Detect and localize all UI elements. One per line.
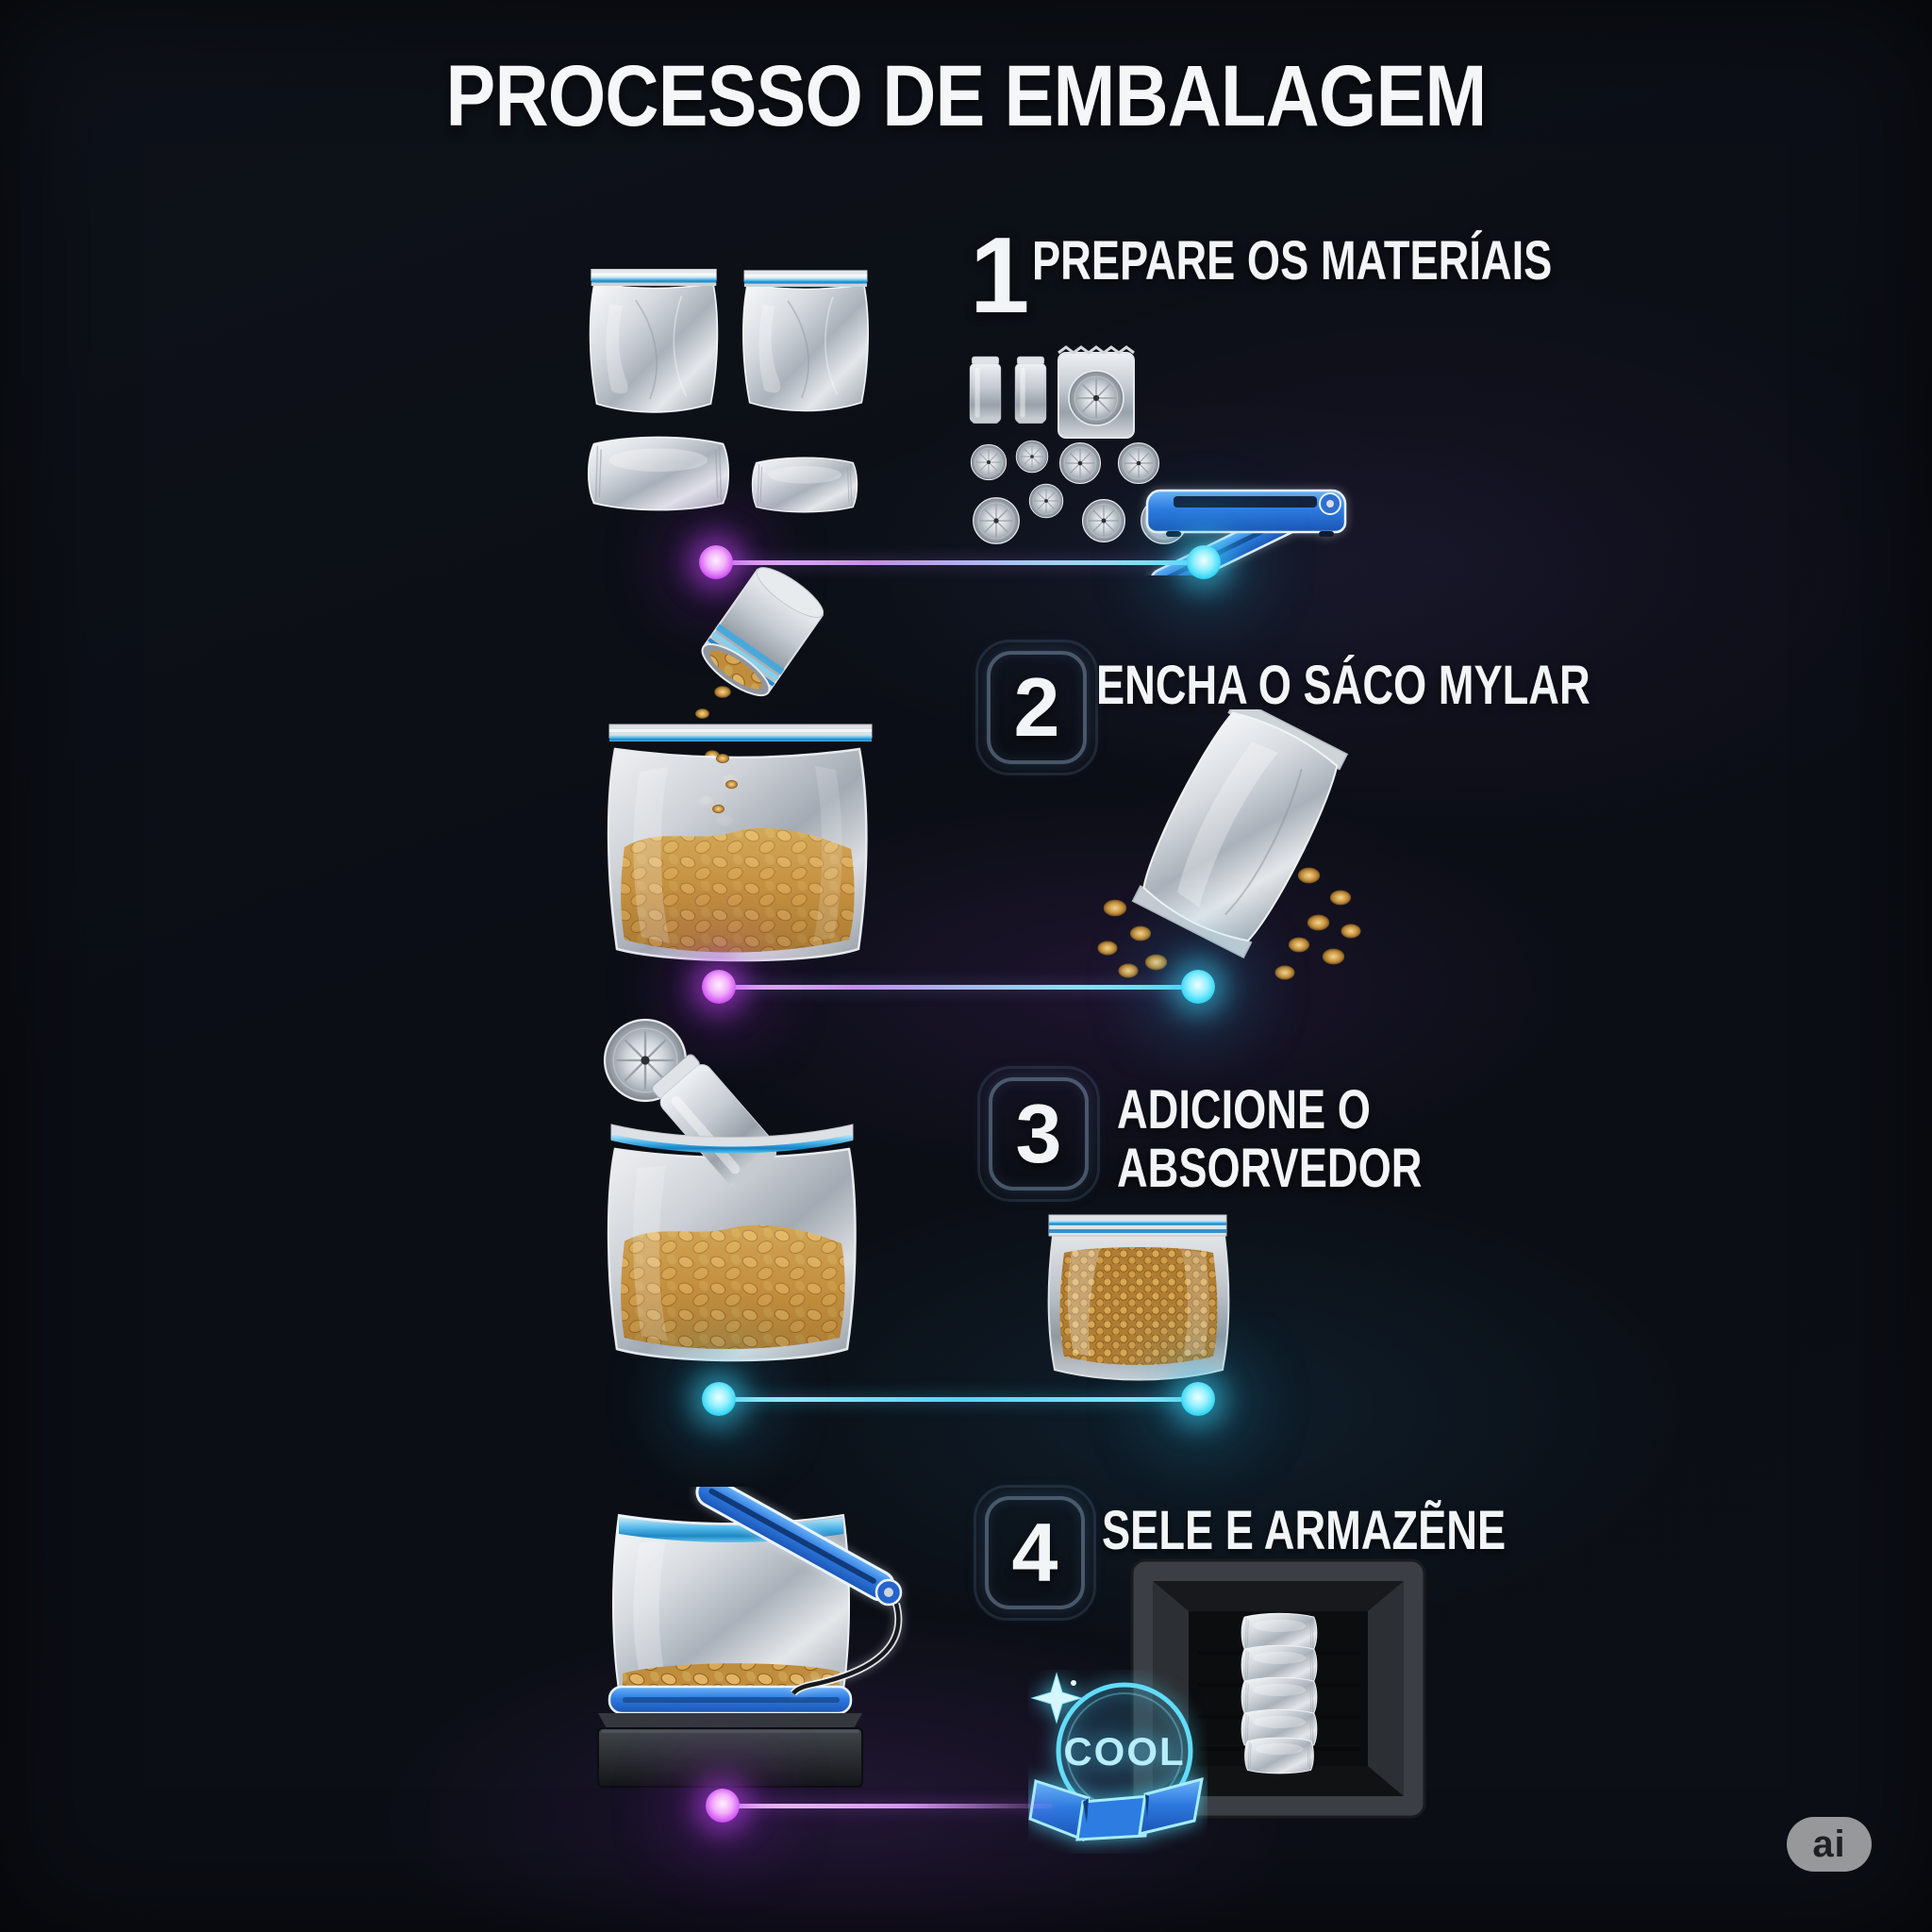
connector-dot-cyan xyxy=(1181,1382,1215,1416)
connector-dot-cyan xyxy=(1187,545,1221,579)
connector-line-1 xyxy=(717,560,1204,565)
ribbon-icon xyxy=(1028,1776,1204,1842)
sealer-base xyxy=(597,1713,863,1788)
mylar-bag-large-icon xyxy=(742,269,869,412)
connector-line-4 xyxy=(724,1804,1053,1808)
absorber-pellet-bag-icon xyxy=(1047,1214,1230,1381)
scoop-cup-icon xyxy=(701,567,824,697)
bag-on-sealer xyxy=(612,1513,850,1700)
step-2-label: ENCHA O SÁCO MYLAR xyxy=(1096,655,1591,716)
mylar-bags-icon xyxy=(587,268,869,513)
connector-dot-purple xyxy=(706,1789,740,1823)
connector-line-2 xyxy=(719,985,1198,990)
step-1-number: 1 xyxy=(970,216,1030,336)
materials-icon xyxy=(969,345,1347,575)
step-2-number: 2 xyxy=(975,640,1098,775)
page-title: PROCESSO DE EMBALAGEM xyxy=(445,48,1488,144)
step-4-label: SELE E ARMAZẼNE xyxy=(1102,1500,1507,1561)
fill-bag-icon xyxy=(607,567,873,962)
connector-dot-purple xyxy=(702,970,736,1004)
cool-badge-label: COOL xyxy=(1063,1729,1185,1774)
connector-dot-cyan xyxy=(702,1382,736,1416)
connector-dot-purple xyxy=(699,545,733,579)
ai-badge: ai xyxy=(1787,1817,1872,1872)
oxygen-canister-icon xyxy=(1014,356,1047,425)
bag-zip xyxy=(610,1124,854,1154)
cool-badge: COOL xyxy=(1028,1672,1204,1842)
connector-dot-cyan xyxy=(1181,970,1215,1004)
step-1-label: PREPARE OS MATERÍAIS xyxy=(1032,230,1553,291)
mylar-pouch-icon xyxy=(1097,709,1361,980)
sparkle-icon xyxy=(1030,1672,1083,1724)
storage-cabinet-icon xyxy=(1130,1558,1426,1819)
absorber-pouch-icon xyxy=(1058,345,1135,439)
oxygen-canister-icon xyxy=(969,356,1002,425)
stored-bags-icon xyxy=(1198,1612,1360,1775)
filled-bag-icon xyxy=(607,1147,857,1362)
mylar-bag-large-icon xyxy=(589,268,719,413)
step-3-label: ADICIONE O ABSORVEDOR xyxy=(1117,1081,1422,1198)
step-3-number: 3 xyxy=(977,1066,1100,1202)
add-absorber-icon xyxy=(603,1018,857,1362)
mylar-bag-small-icon xyxy=(751,457,858,513)
filled-bag-icon xyxy=(607,724,873,962)
step-3-label-line2: ABSORVEDOR xyxy=(1117,1138,1423,1199)
sealing-machine-icon xyxy=(597,1487,903,1788)
connector-line-3 xyxy=(719,1397,1198,1402)
step-3-label-line1: ADICIONE O xyxy=(1117,1079,1371,1141)
step-4-number: 4 xyxy=(974,1485,1096,1621)
sealer-arm-icon xyxy=(695,1487,903,1696)
mylar-bag-small-icon xyxy=(587,436,730,511)
